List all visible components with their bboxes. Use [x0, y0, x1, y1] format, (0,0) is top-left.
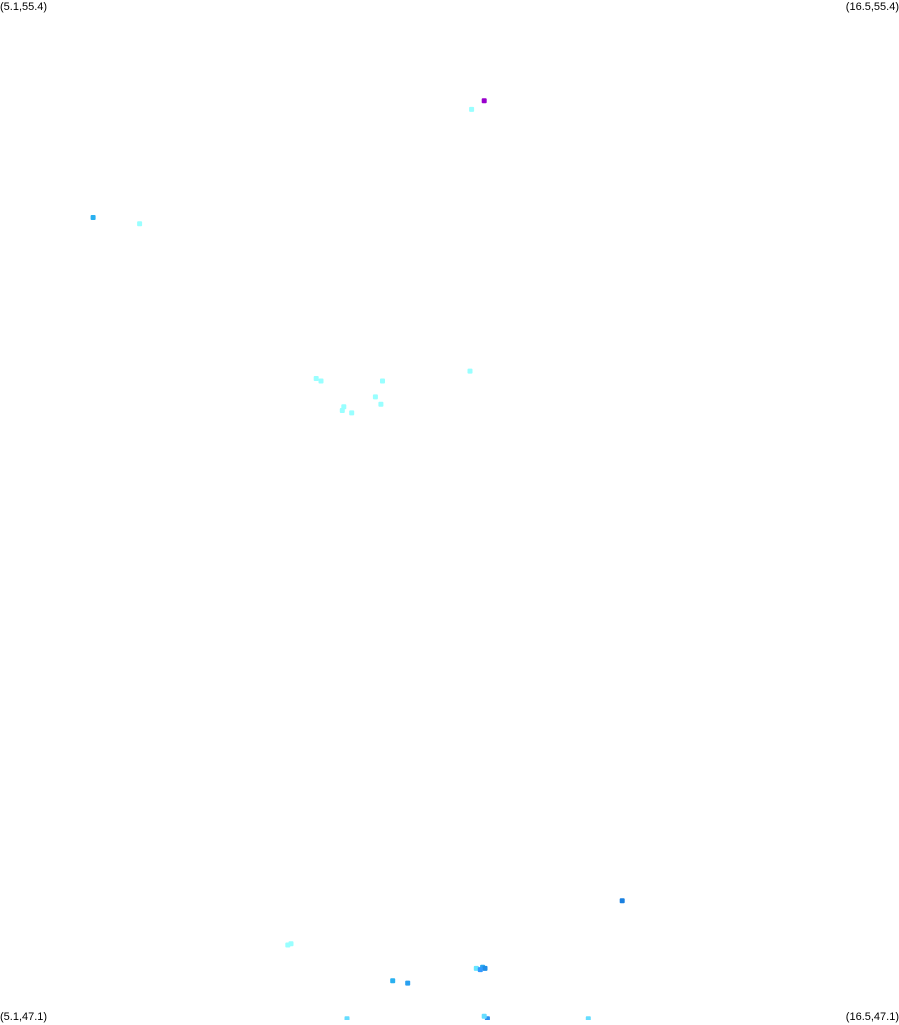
- map-point: [482, 965, 488, 971]
- corner-label-bottom-right: (16.5,47.1): [845, 1011, 899, 1023]
- corner-label-top-left: (5.1,55.4): [0, 1, 48, 13]
- map-point: [344, 1016, 350, 1022]
- map-point: [477, 967, 483, 973]
- map-point: [372, 394, 378, 400]
- map-point: [378, 401, 384, 407]
- map-point: [481, 98, 487, 104]
- map-point: [481, 1013, 487, 1019]
- map-point: [473, 965, 479, 971]
- corner-label-bottom-left: (5.1,47.1): [0, 1011, 48, 1023]
- map-point: [619, 898, 625, 904]
- map-point: [339, 408, 345, 413]
- map-point: [313, 376, 319, 381]
- map-point: [467, 368, 473, 374]
- map-point: [405, 980, 411, 986]
- map-point: [380, 378, 385, 384]
- map-point: [390, 978, 396, 984]
- corner-label-top-right: (16.5,55.4): [845, 1, 899, 13]
- map-point: [90, 215, 96, 220]
- map-point: [585, 1016, 591, 1022]
- map-point: [349, 410, 355, 416]
- map-point: [469, 106, 475, 112]
- map-point: [137, 221, 143, 227]
- map-point: [318, 378, 324, 384]
- map-point: [288, 941, 294, 947]
